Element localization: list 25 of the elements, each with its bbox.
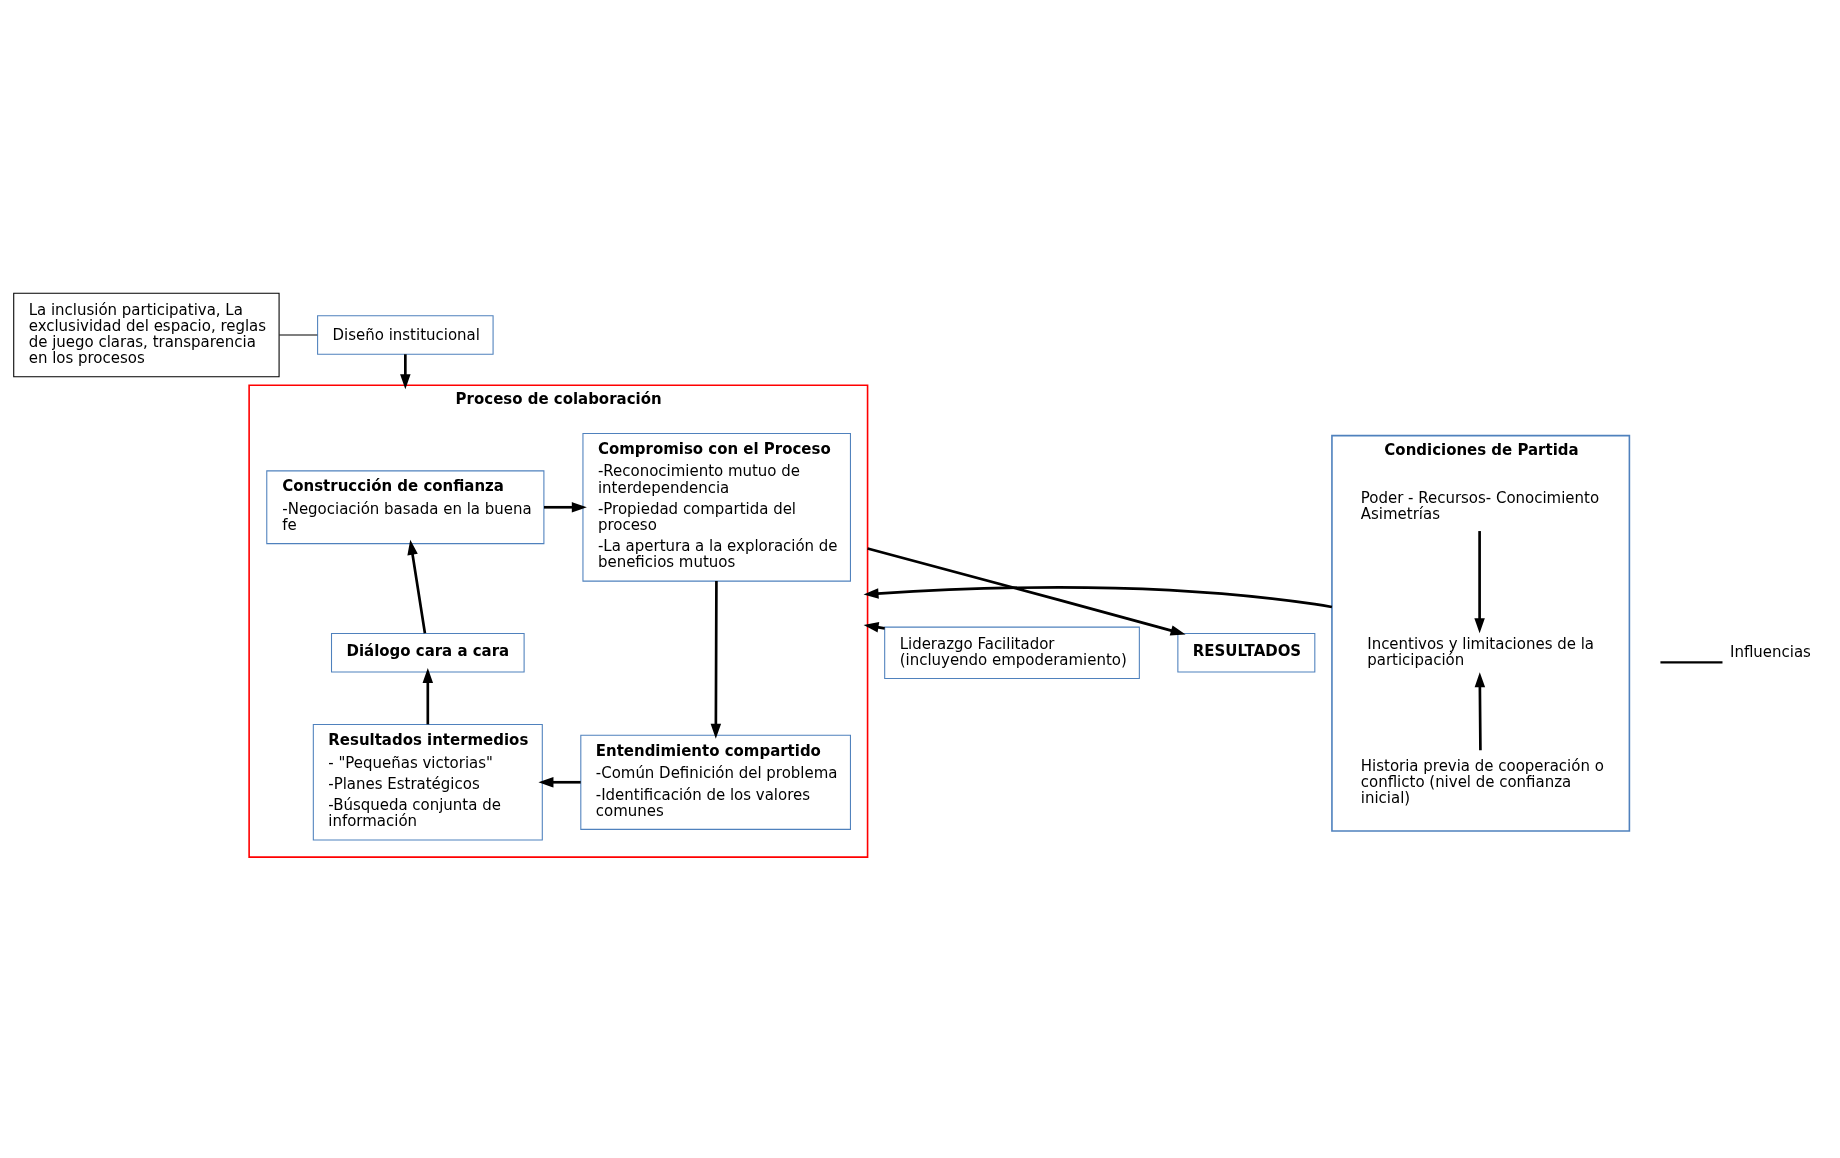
legend-label: Influencias (1729, 642, 1811, 661)
arrow (407, 539, 427, 633)
node-box: Diseño institucional (317, 314, 494, 355)
arrow (867, 546, 1186, 636)
arrow (863, 621, 885, 632)
arrow (400, 353, 411, 389)
arrow (544, 501, 587, 513)
node-box: Construcción de confianza -Negociación basada en la buena fe (266, 469, 545, 544)
arrow (538, 776, 581, 787)
arrow (422, 667, 434, 724)
node-box: Compromiso con el Proceso -Reconocimiento mutuo de interdependencia -Propiedad compartida del proceso -La apertura a la exploración de beneficios mutuos (582, 432, 851, 582)
arrow (863, 585, 1333, 608)
node-box: Diálogo cara a cara (330, 632, 525, 673)
connector (278, 333, 318, 336)
node-box: Entendimiento compartido -Común Definición del problema -Identificación de los valores comunes (580, 734, 851, 830)
node-box: Resultados intermedios - "Pequeñas victorias" -Planes Estratégicos -Búsqueda conjunta de información (312, 723, 543, 841)
node-box: RESULTADOS (1177, 632, 1316, 673)
node-text: Poder - Recursos- Conocimiento Asimetrías (1360, 488, 1600, 523)
node-box: Liderazgo Facilitador (incluyendo empoderamiento) (884, 626, 1140, 679)
node-text: Incentivos y limitaciones de la participación (1367, 634, 1594, 669)
node-box: La inclusión participativa, La exclusividad del espacio, reglas de juego claras, transparencia en los procesos (13, 292, 280, 377)
arrow (1474, 671, 1486, 750)
arrow (1474, 530, 1485, 633)
arrow (710, 580, 722, 739)
node-text: Historia previa de cooperación o conflicto (nivel de confianza inicial) (1360, 756, 1604, 807)
